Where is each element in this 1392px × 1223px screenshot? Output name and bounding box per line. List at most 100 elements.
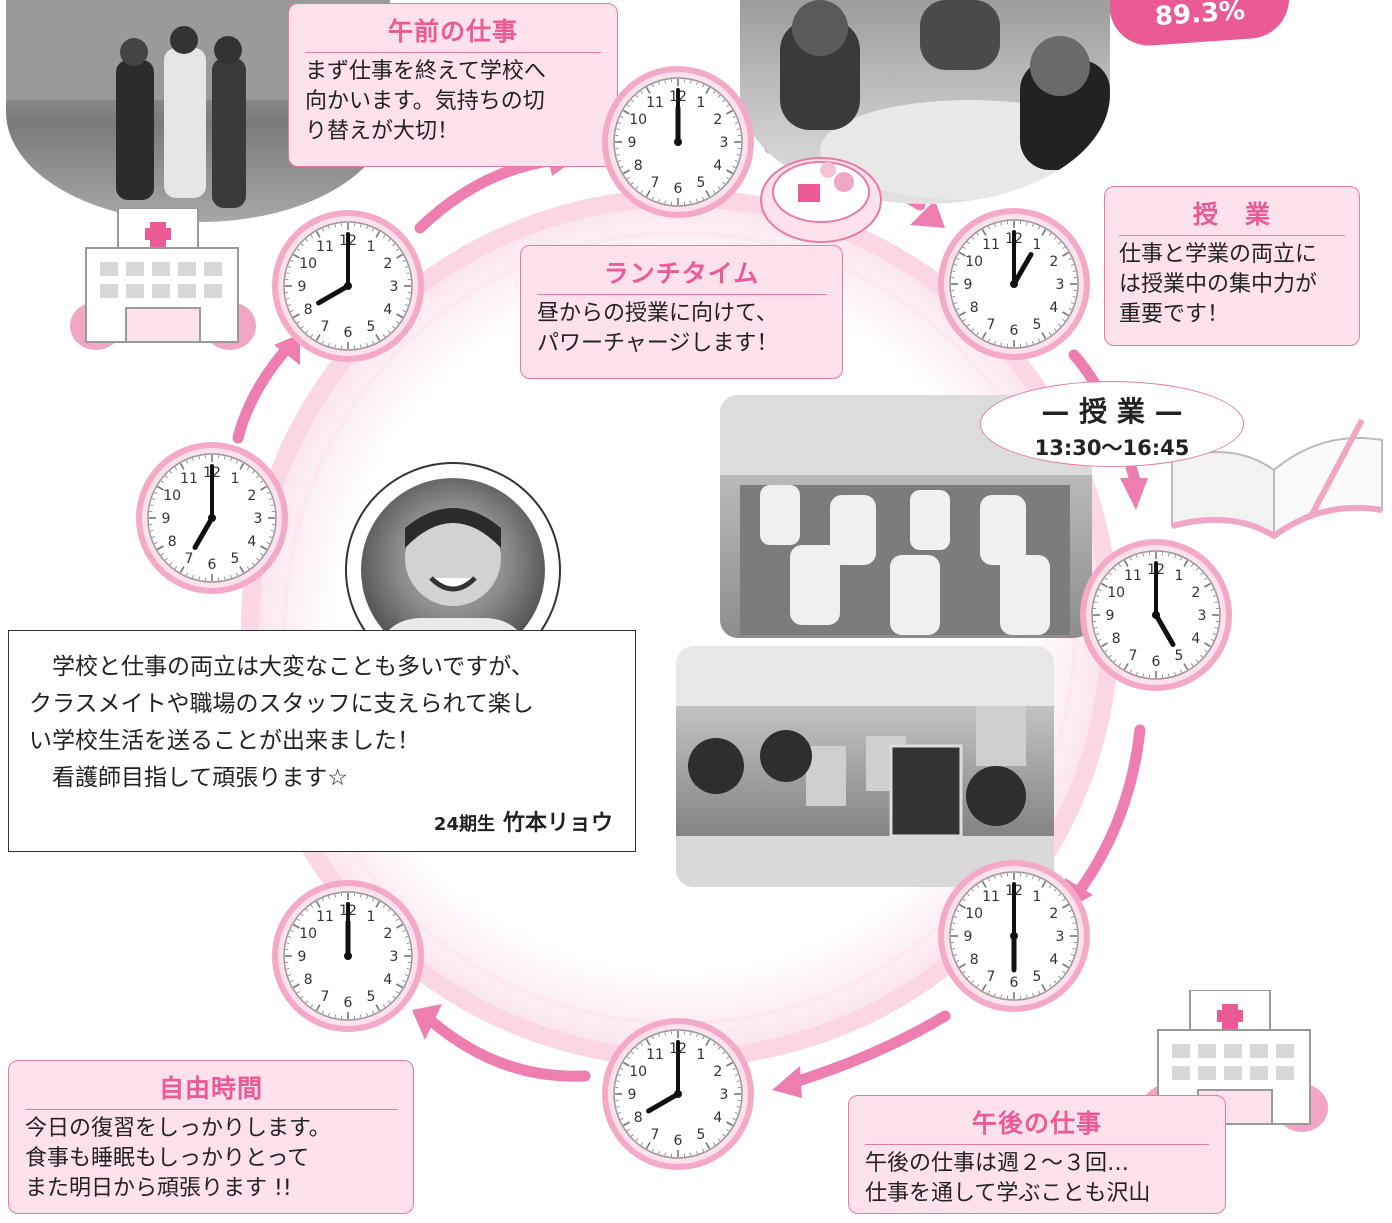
class-time-title: — 授 業 — — [1041, 395, 1183, 428]
clock-numeral: 6 — [1010, 323, 1019, 339]
clock-numeral: 7 — [987, 969, 996, 985]
comment-line: クラスメイトや職場のスタッフに支えられて楽し — [29, 691, 534, 717]
clock-numeral: 1 — [367, 909, 376, 925]
clock-numeral: 5 — [697, 1127, 706, 1143]
clock-numeral: 6 — [674, 181, 683, 197]
morning-work-bubble: 午前の仕事 まず仕事を終えて学校へ 向かいます。気持ちの切 り替えが大切！ — [288, 3, 618, 167]
clock-18: 121234567891011 — [938, 860, 1090, 1012]
hour-hand — [192, 515, 215, 550]
clock-numeral: 7 — [185, 551, 194, 567]
clock-numeral: 11 — [646, 95, 664, 111]
clock-numeral: 4 — [383, 972, 392, 988]
clock-numeral: 2 — [1049, 906, 1058, 922]
comment-signature: 24期生竹本リョウ — [434, 805, 613, 837]
clock-numeral: 5 — [367, 989, 376, 1005]
comment-line: い学校生活を送ることが出来ました！ — [29, 728, 420, 754]
clock-numeral: 3 — [254, 511, 263, 527]
lunch-bubble: ランチタイム 昼からの授業に向けて、 パワーチャージします！ — [520, 245, 843, 379]
photo-classroom-exam — [720, 395, 1092, 638]
clock-numeral: 8 — [970, 952, 979, 968]
afternoon-work-line: 午後の仕事は週２～３回… — [865, 1151, 1130, 1176]
hour-hand — [1011, 252, 1034, 287]
clock-numeral: 9 — [298, 279, 307, 295]
clock-numeral: 10 — [163, 488, 181, 504]
clock-numeral: 11 — [982, 237, 1000, 253]
clock-numeral: 9 — [1106, 608, 1115, 624]
clock-20: 121234567891011 — [602, 1018, 754, 1170]
clock-numeral: 7 — [321, 319, 330, 335]
clock-numeral: 7 — [987, 317, 996, 333]
clock-numeral: 1 — [697, 95, 706, 111]
class-bubble: 授 業 仕事と学業の両立に は授業中の集中力が 重要です！ — [1104, 186, 1360, 346]
clock-numeral: 6 — [1010, 975, 1019, 991]
clock-numeral: 7 — [651, 175, 660, 191]
clock-numeral: 3 — [1056, 929, 1065, 945]
clock-numeral: 4 — [1049, 300, 1058, 316]
clock-numeral: 5 — [1033, 317, 1042, 333]
clock-numeral: 8 — [634, 1110, 643, 1126]
clock-numeral: 4 — [1191, 631, 1200, 647]
clock-numeral: 11 — [316, 239, 334, 255]
clock-numeral: 1 — [1033, 237, 1042, 253]
morning-work-title: 午前の仕事 — [305, 12, 601, 53]
clock-numeral: 10 — [299, 256, 317, 272]
lunch-text: 昼からの授業に向けて、 パワーチャージします！ — [537, 299, 826, 359]
clock-numeral: 1 — [367, 239, 376, 255]
morning-work-line: まず仕事を終えて学校へ — [305, 59, 546, 84]
clock-numeral: 10 — [629, 112, 647, 128]
free-time-line: 食事も睡眠もしっかりとって — [25, 1146, 310, 1171]
student-comment-box: 学校と仕事の両立は大変なことも多いですが、 クラスメイトや職場のスタッフに支えら… — [8, 630, 636, 852]
bento-icon — [760, 157, 882, 243]
clock-numeral: 4 — [713, 158, 722, 174]
clock-numeral: 8 — [970, 300, 979, 316]
clock-numeral: 3 — [1198, 608, 1207, 624]
clock-numeral: 1 — [1175, 568, 1184, 584]
clock-numeral: 3 — [390, 279, 399, 295]
clock-numeral: 7 — [1129, 648, 1138, 664]
clock-numeral: 4 — [383, 302, 392, 318]
photo-lunch-table — [740, 0, 1110, 204]
clock-numeral: 9 — [298, 949, 307, 965]
afternoon-work-bubble: 午後の仕事 午後の仕事は週２～３回… 仕事を通して学ぶことも沢山 — [848, 1095, 1226, 1214]
clock-numeral: 2 — [1191, 585, 1200, 601]
class-title: 授 業 — [1119, 195, 1345, 236]
clock-24: 121234567891011 — [272, 880, 424, 1032]
clock-numeral: 8 — [304, 972, 313, 988]
comment-line: 看護師目指して頑張ります☆ — [29, 765, 348, 791]
clock-numeral: 8 — [168, 534, 177, 550]
class-text: 仕事と学業の両立に は授業中の集中力が 重要です！ — [1119, 240, 1345, 330]
lunch-line: 昼からの授業に向けて、 — [537, 301, 778, 326]
clock-numeral: 2 — [383, 256, 392, 272]
clock-numeral: 8 — [634, 158, 643, 174]
clock-8: 121234567891011 — [272, 210, 424, 362]
clock-numeral: 6 — [208, 557, 217, 573]
clock-numeral: 7 — [321, 989, 330, 1005]
clock-numeral: 3 — [720, 1087, 729, 1103]
afternoon-work-text: 午後の仕事は週２～３回… 仕事を通して学ぶことも沢山 — [865, 1149, 1209, 1209]
comment-line: 学校と仕事の両立は大変なことも多いですが、 — [29, 654, 534, 680]
clock-numeral: 8 — [1112, 631, 1121, 647]
clock-13: 121234567891011 — [938, 208, 1090, 360]
clock-numeral: 9 — [964, 277, 973, 293]
morning-work-line: 向かいます。気持ちの切 — [305, 89, 545, 114]
class-time-range: 13:30〜16:45 — [1034, 436, 1190, 460]
clock-numeral: 9 — [162, 511, 171, 527]
class-line: 仕事と学業の両立に — [1119, 242, 1318, 267]
clock-numeral: 3 — [390, 949, 399, 965]
book-icon — [1171, 418, 1383, 540]
clock-numeral: 1 — [1033, 889, 1042, 905]
clock-numeral: 6 — [344, 995, 353, 1011]
free-time-text: 今日の復習をしっかりします。 食事も睡眠もしっかりとって また明日から頑張ります… — [25, 1114, 397, 1204]
clock-numeral: 4 — [1049, 952, 1058, 968]
clock-numeral: 10 — [299, 926, 317, 942]
clock-numeral: 11 — [180, 471, 198, 487]
clock-numeral: 11 — [982, 889, 1000, 905]
afternoon-work-line: 仕事を通して学ぶことも沢山 — [865, 1181, 1151, 1206]
clock-7: 121234567891011 — [136, 442, 288, 594]
student-year: 24期生 — [433, 814, 495, 835]
clock-numeral: 10 — [629, 1064, 647, 1080]
clock-numeral: 5 — [1033, 969, 1042, 985]
clock-numeral: 10 — [965, 906, 983, 922]
clock-numeral: 11 — [316, 909, 334, 925]
class-time-label: — 授 業 — 13:30〜16:45 — [980, 381, 1244, 467]
